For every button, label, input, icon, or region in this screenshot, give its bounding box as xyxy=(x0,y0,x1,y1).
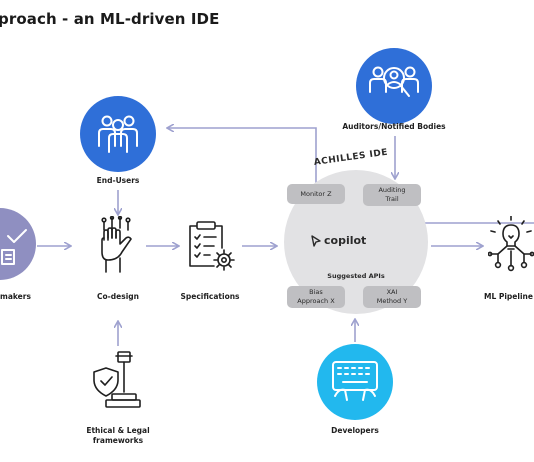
ethical-legal-label: Ethical & Legal frameworks xyxy=(72,426,164,446)
checklist-gear-icon xyxy=(189,221,235,271)
specifications-label: Specifications xyxy=(180,292,240,301)
developers-label: Developers xyxy=(331,426,379,435)
copilot-cursor-icon xyxy=(311,235,321,247)
xai-method-pill: XAI Method Y xyxy=(363,286,421,308)
end-users-label: End-Users xyxy=(96,176,140,185)
keyboard-hands-icon xyxy=(332,361,378,401)
end-users-node xyxy=(80,96,156,172)
monitor-z-label: Monitor Z xyxy=(300,189,332,198)
ethical-legal-line2: frameworks xyxy=(92,436,144,445)
codesign-label: Co-design xyxy=(97,292,139,301)
copilot-label: copilot xyxy=(324,234,367,247)
check-document-icon xyxy=(1,229,27,265)
makers-label: makers xyxy=(0,292,31,301)
people-with-magnifier-icon xyxy=(369,66,419,97)
auditing-trail-line2: Trail xyxy=(385,195,399,203)
suggested-apis-label: Suggested APIs xyxy=(327,272,385,280)
ethical-legal-line1: Ethical & Legal xyxy=(86,426,150,435)
gavel-shield-icon xyxy=(93,351,141,408)
auditors-label: Auditors/Notified Bodies xyxy=(342,122,446,131)
xai-method-line2: Method Y xyxy=(376,297,408,305)
auditors-node xyxy=(356,48,432,124)
bias-approach-pill: Bias Approach X xyxy=(287,286,345,308)
bias-approach-line2: Approach X xyxy=(297,297,335,305)
lightbulb-network-icon xyxy=(488,216,534,272)
auditing-trail-pill: Auditing Trail xyxy=(363,184,421,206)
bias-approach-line1: Bias xyxy=(309,288,323,296)
hand-circuit-icon xyxy=(101,216,132,273)
group-of-people-icon xyxy=(98,115,138,153)
makers-node xyxy=(0,208,36,280)
ml-pipeline-label: ML Pipeline xyxy=(484,292,533,301)
developers-node xyxy=(317,344,393,420)
monitor-z-pill: Monitor Z xyxy=(287,184,345,204)
xai-method-line1: XAI xyxy=(386,288,398,296)
auditing-trail-line1: Auditing xyxy=(378,186,406,194)
diagram-title: proach - an ML-driven IDE xyxy=(0,10,220,28)
